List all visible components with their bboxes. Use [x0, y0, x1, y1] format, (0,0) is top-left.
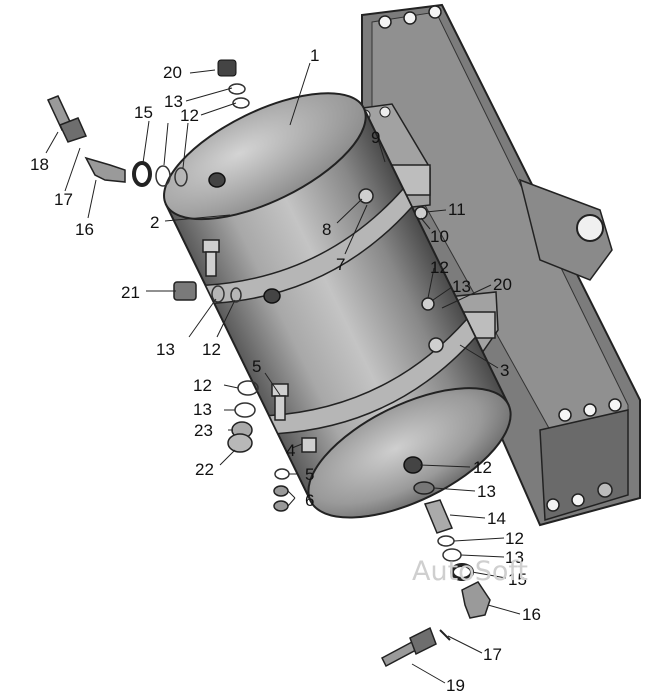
callout-12-drain: 12: [473, 458, 492, 477]
callout-23: 23: [194, 421, 213, 440]
callout-21: 21: [121, 283, 140, 302]
callout-10: 10: [430, 227, 449, 246]
callout-5-upper: 5: [252, 357, 261, 376]
part-13-ring: [155, 165, 171, 187]
part-12-ring: [174, 167, 188, 187]
callout-6: 6: [305, 491, 314, 510]
part-18-bolt: [46, 95, 88, 143]
strap-fasteners: [202, 188, 444, 453]
callout-12-mid: 12: [202, 340, 221, 359]
part-13-drain-washer: [413, 481, 435, 495]
air-tank: [163, 92, 512, 519]
callout-13-bracket: 13: [452, 277, 471, 296]
callout-15-lower: 15: [508, 570, 527, 589]
callout-13-lower: 13: [505, 548, 524, 567]
callout-12-lower: 12: [505, 529, 524, 548]
callout-12-left: 12: [193, 376, 212, 395]
callout-17-upper: 17: [54, 190, 73, 209]
frame-rail: [361, 3, 641, 527]
callout-15-upper: 15: [134, 103, 153, 122]
part-13-mid-washer: [211, 285, 225, 303]
callout-12-bracket: 12: [430, 258, 449, 277]
part-16-drain-elbow: [461, 581, 491, 619]
callout-14: 14: [487, 509, 506, 528]
rail-bolt-holes: [378, 5, 622, 512]
callout-16-upper: 16: [75, 220, 94, 239]
callout-13-left: 13: [193, 400, 212, 419]
watermark: AutoSoft: [412, 556, 528, 587]
rail-nut: [597, 482, 613, 498]
part-13-left-washer: [234, 402, 256, 418]
callout-labels: 1 20 13 12 15 18 17 16 2 9 8 7 11 10 12 …: [30, 46, 541, 695]
part-6-nuts: [273, 485, 289, 512]
callout-5-lower: 5: [305, 465, 314, 484]
part-17-seal: [439, 629, 451, 641]
part-12-drain-washer: [437, 535, 455, 547]
callout-20-upper: 20: [163, 63, 182, 82]
callout-12-upper: 12: [180, 106, 199, 125]
leader-lines: [45, 62, 521, 684]
callout-19: 19: [446, 676, 465, 695]
callout-17-lower: 17: [483, 645, 502, 664]
callout-8: 8: [322, 220, 331, 239]
part-12-mid-washer: [230, 287, 242, 303]
callout-13-drain: 13: [477, 482, 496, 501]
callout-13-mid: 13: [156, 340, 175, 359]
callout-20-bracket: 20: [493, 275, 512, 294]
callout-13-upper: 13: [164, 92, 183, 111]
part-20-upper-plug: [217, 59, 237, 77]
callout-1: 1: [310, 46, 319, 65]
callout-22: 22: [195, 460, 214, 479]
callout-16-lower: 16: [522, 605, 541, 624]
part-15-upper-ring: [132, 161, 152, 187]
callout-11: 11: [448, 200, 466, 219]
part-13-upper-washer: [228, 83, 246, 95]
callout-7: 7: [336, 255, 345, 274]
callout-4: 4: [286, 441, 295, 460]
part-22-plug: [227, 433, 253, 453]
callout-9: 9: [371, 128, 380, 147]
part-14-adapter: [423, 499, 454, 534]
part-21-fitting: [173, 281, 197, 301]
part-19-bolt: [381, 626, 437, 668]
callout-2: 2: [150, 213, 159, 232]
part-12-upper-washer: [232, 97, 250, 109]
callout-18: 18: [30, 155, 49, 174]
part-16-upper-elbow: [84, 156, 126, 183]
part-5-washers: [274, 468, 290, 480]
callout-3: 3: [500, 361, 509, 380]
